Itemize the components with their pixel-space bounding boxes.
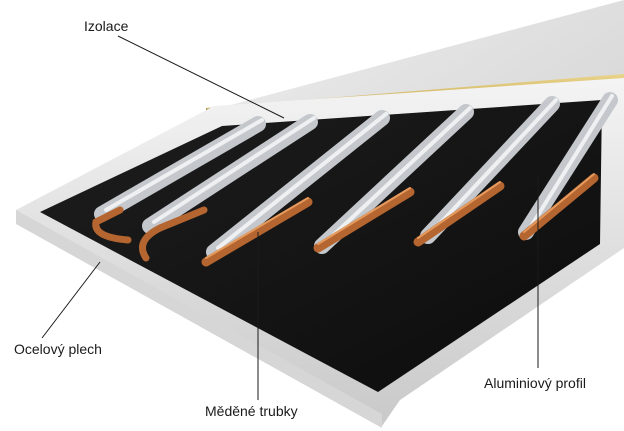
steel-frame-lip xyxy=(16,210,382,428)
label-copper-tubes: Měděné trubky xyxy=(205,403,298,419)
label-insulation: Izolace xyxy=(84,18,129,34)
leader-steel xyxy=(41,261,101,339)
label-aluminium-profile: Aluminiový profil xyxy=(484,375,586,391)
label-steel-sheet: Ocelový plech xyxy=(14,341,102,357)
aluminium-profiles xyxy=(94,92,618,260)
copper-tubes xyxy=(92,173,599,267)
leader-lines xyxy=(41,35,539,400)
leader-insulation xyxy=(117,35,285,119)
